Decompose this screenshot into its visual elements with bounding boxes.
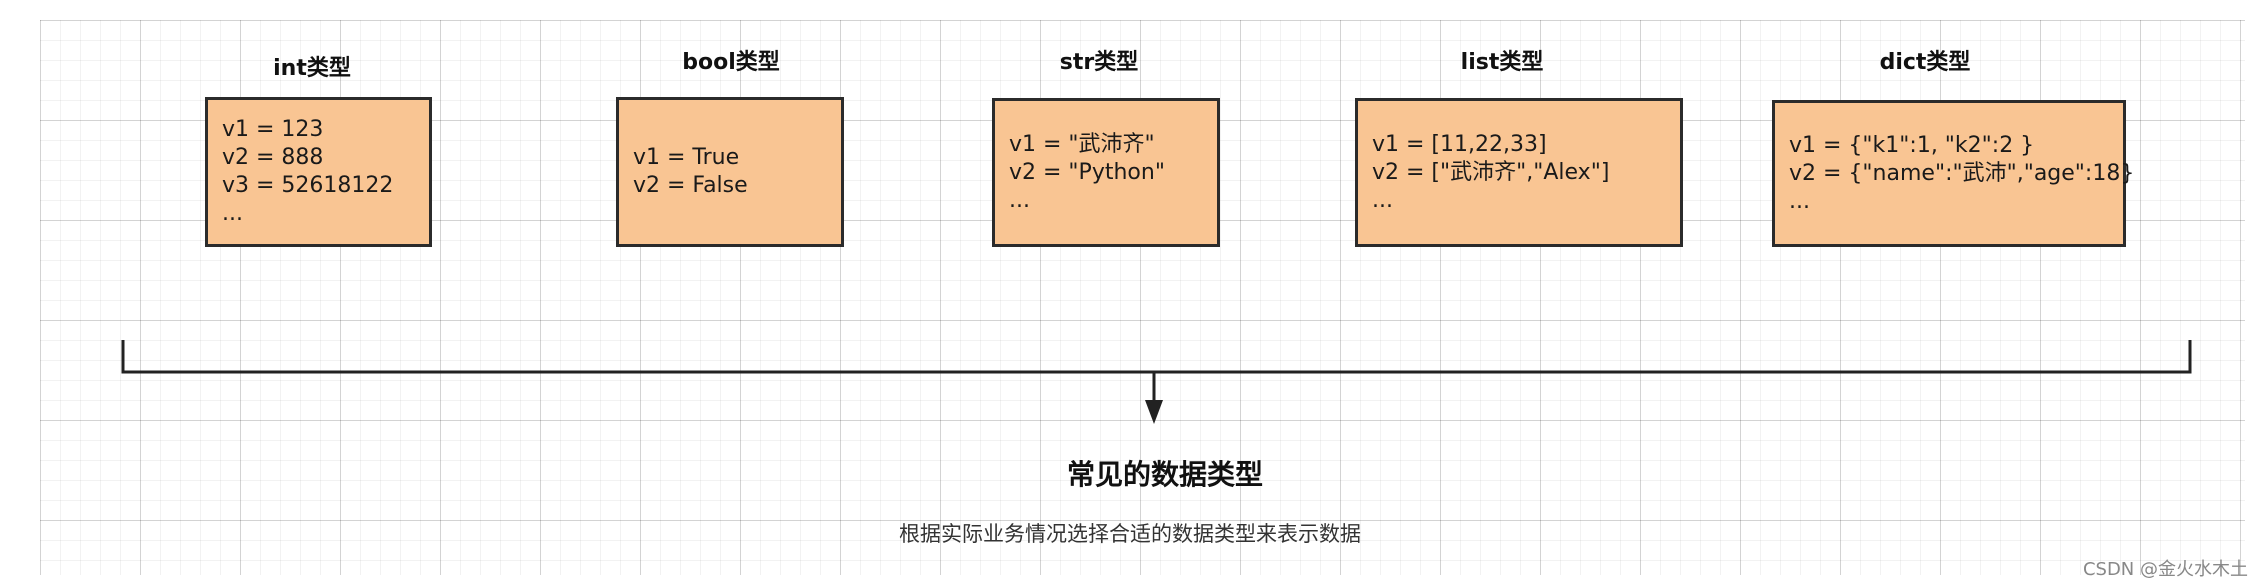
dict-line-1: v1 = {"k1":1, "k2":2 } [1789,132,2035,158]
str-type-title: str类型 [1059,50,1139,75]
int-line-3: v3 = 52618122 [222,173,394,198]
str-line-3: ... [1009,187,1030,213]
bool-line-2: v2 = False [633,173,748,198]
dict-line-2: v2 = {"name":"武沛","age":18} [1789,160,2135,186]
int-line-2: v2 = 888 [222,145,324,170]
int-line-4: ... [222,201,243,226]
int-type-title: int类型 [273,56,351,81]
summary-subtitle: 根据实际业务情况选择合适的数据类型来表示数据 [899,522,1361,546]
int-line-1: v1 = 123 [222,117,324,142]
dict-type-box: v1 = {"k1":1, "k2":2 } v2 = {"name":"武沛"… [1772,100,2135,247]
summary-title: 常见的数据类型 [1066,458,1264,491]
list-type-title: list类型 [1460,50,1544,75]
list-line-1: v1 = [11,22,33] [1372,131,1547,157]
watermark: CSDN @金火水木土 [2082,559,2248,580]
dict-line-3: ... [1789,188,1810,214]
list-line-3: ... [1372,187,1393,213]
list-line-2: v2 = ["武沛齐","Alex"] [1372,159,1610,185]
arrow-head-icon [1145,400,1163,424]
str-line-1: v1 = "武沛齐" [1009,131,1155,157]
bool-type-title: bool类型 [682,50,780,75]
bool-line-1: v1 = True [633,145,740,170]
bool-type-box: v1 = True v2 = False [616,97,844,247]
str-line-2: v2 = "Python" [1009,159,1165,185]
list-type-box: v1 = [11,22,33] v2 = ["武沛齐","Alex"] ... [1355,98,1683,247]
bracket-line [121,340,2192,374]
dict-type-title: dict类型 [1879,50,1971,75]
str-type-box: v1 = "武沛齐" v2 = "Python" ... [992,98,1220,247]
int-type-box: v1 = 123 v2 = 888 v3 = 52618122 ... [205,97,432,247]
